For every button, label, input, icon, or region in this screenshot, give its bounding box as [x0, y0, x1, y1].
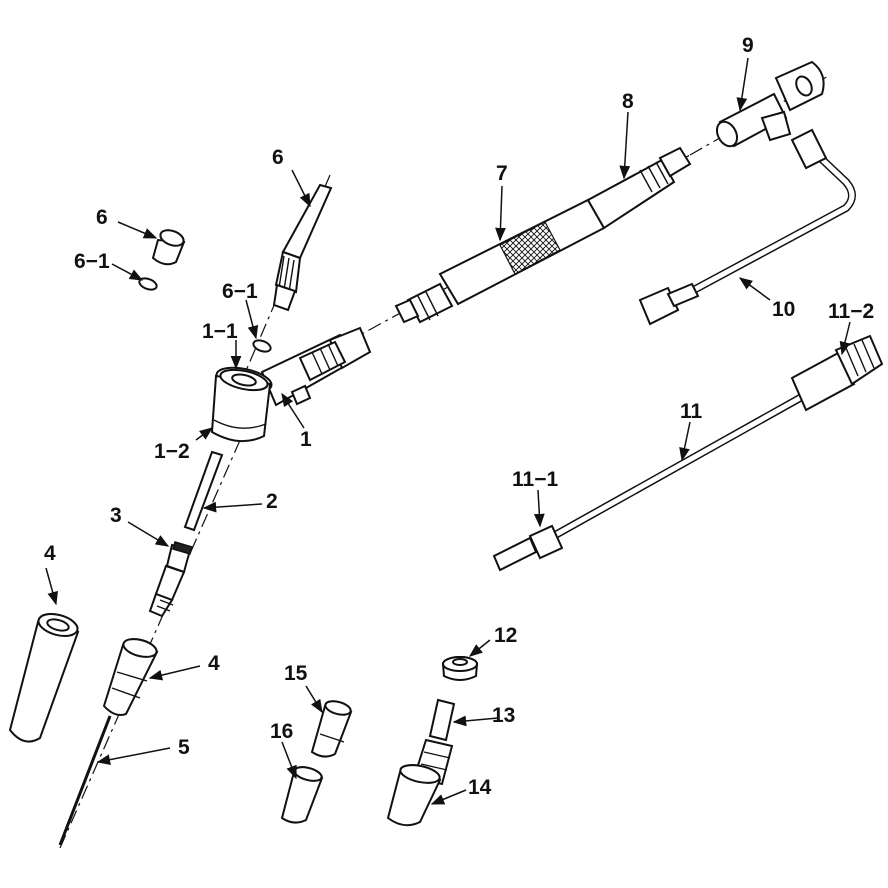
collet-sleeve-part-16	[280, 766, 324, 824]
callout-3: 3	[110, 504, 122, 527]
leader-lines	[45, 57, 851, 805]
callout-11-1: 11−1	[512, 468, 558, 491]
callout-6-cap: 6	[272, 146, 284, 169]
cable-assembly-part-11	[492, 334, 884, 572]
callout-15: 15	[284, 662, 308, 685]
cable-joint-part-9	[715, 60, 825, 148]
callout-2: 2	[266, 490, 278, 513]
back-cap-long-part-6	[272, 183, 333, 312]
callout-11: 11	[680, 400, 703, 423]
callout-1-1: 1−1	[202, 320, 238, 343]
back-cap-short-part-6	[151, 229, 186, 266]
callout-10: 10	[772, 298, 795, 321]
hose-part-10	[638, 128, 856, 326]
callout-6-1-cap: 6−1	[74, 250, 110, 273]
collet-body-part-3	[148, 541, 193, 618]
callout-1-2: 1−2	[154, 440, 190, 463]
callout-13: 13	[492, 704, 515, 727]
connector-part-8	[586, 146, 692, 230]
callout-8: 8	[622, 90, 634, 113]
callout-7: 7	[496, 162, 508, 185]
callout-12: 12	[494, 624, 517, 647]
o-ring-nozzle-part-6-1	[252, 339, 272, 353]
callout-11-2: 11−2	[828, 300, 874, 323]
collet-part-15	[310, 700, 353, 758]
callout-4-loose: 4	[44, 542, 56, 565]
callout-6-1-nozzle: 6−1	[222, 280, 258, 303]
callout-4-fitted: 4	[208, 652, 220, 675]
callout-1: 1	[300, 428, 312, 451]
callout-6-nozzle: 6	[96, 206, 108, 229]
callout-16: 16	[270, 720, 293, 743]
nozzle-fitted-part-4	[102, 638, 159, 716]
nozzle-part-14	[386, 764, 442, 827]
rod-part-2	[183, 450, 224, 532]
handle-part-7	[394, 198, 606, 324]
torch-body-part-1	[210, 326, 372, 443]
nozzle-loose-part-4	[8, 613, 80, 743]
o-ring-cap-part-6-1	[138, 277, 158, 291]
callout-5: 5	[178, 736, 190, 759]
callout-9: 9	[742, 34, 754, 57]
insulator-part-12	[441, 656, 479, 681]
electrode-part-5	[58, 715, 112, 846]
centerline-main	[59, 394, 261, 849]
callout-14: 14	[468, 776, 492, 799]
